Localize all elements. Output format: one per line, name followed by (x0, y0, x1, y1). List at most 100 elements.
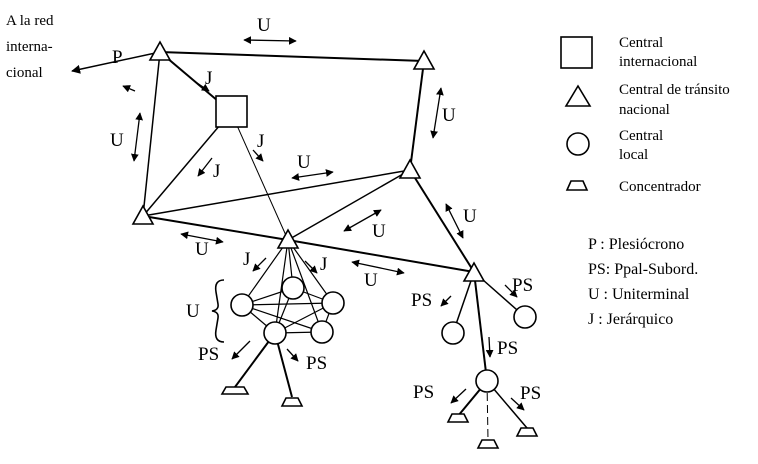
label-u-bottom-mid: U (364, 270, 378, 291)
label-ps-4: PS (512, 275, 533, 296)
label-u-left: U (110, 130, 124, 151)
link-l8-c4 (486, 380, 489, 441)
arrow-ps-5 (485, 336, 494, 358)
arrow-p (122, 85, 136, 93)
label-ps-5: PS (497, 338, 518, 359)
concentrator-node-c5 (515, 427, 539, 437)
transit-node-t4 (131, 204, 155, 225)
link-t2-t3 (409, 60, 425, 171)
arrow-u-center (343, 209, 382, 232)
arrow-u-left (131, 112, 143, 162)
label-u-top: U (257, 15, 271, 36)
legend-transit-line-2: nacional (619, 102, 670, 118)
transit-node-t6 (462, 261, 486, 282)
local-node-l5 (310, 320, 334, 344)
cluster-brace (211, 279, 225, 343)
transit-node-t2 (412, 49, 436, 70)
local-node-l4 (263, 321, 287, 345)
arrow-u-right (430, 87, 444, 139)
nodes (131, 40, 539, 449)
label-ps-1: PS (198, 344, 219, 365)
local-node-l2 (281, 276, 305, 300)
label-u-right: U (442, 105, 456, 126)
arrow-j-4 (252, 257, 267, 272)
label-u-cluster: U (186, 301, 200, 322)
mesh-l1-l5 (241, 304, 323, 333)
local-node-l6 (441, 321, 465, 345)
concentrator-node-c3 (446, 413, 470, 423)
transit-node-t1 (148, 40, 172, 61)
legend-international-line-2: internacional (619, 54, 697, 70)
arrow-ps-4 (504, 284, 518, 298)
legend-concentrator-symbol (565, 180, 589, 191)
link-t5-l1 (241, 239, 289, 306)
concentrator-node-c1 (220, 386, 250, 395)
label-j-5: J (320, 254, 327, 275)
link-external (71, 51, 161, 74)
legend-local-symbol (566, 132, 590, 156)
link-labels: U P J U U J U J U U U J J U PS U PS PS P… (110, 15, 541, 404)
link-t3-t6 (409, 169, 475, 273)
legend-local-line-1: Central (619, 128, 663, 144)
key-p: P : Plesiócrono (588, 236, 684, 253)
legend-transit-symbol (564, 84, 592, 107)
arrow-ps-1 (231, 340, 251, 360)
arrow-j-3 (197, 157, 213, 177)
link-t1-t4 (142, 51, 161, 217)
arrow-u-mid (291, 169, 334, 181)
transit-node-t5 (276, 228, 300, 249)
concentrator-node-c4 (476, 439, 500, 449)
arrow-u-lower-right (445, 203, 464, 239)
relationship-arrows (122, 36, 525, 411)
key-j: J : Jerárquico (588, 311, 673, 328)
local-node-l8 (475, 369, 499, 393)
label-u-lower-right: U (463, 206, 477, 227)
arrow-ps-7 (510, 397, 525, 411)
legend-international-symbol (560, 36, 593, 69)
external-label-line-3: cional (6, 65, 43, 81)
legend-concentrator-label: Concentrador (619, 179, 701, 195)
arrow-ps-3 (440, 295, 452, 307)
mesh-l1-l3 (241, 302, 334, 306)
arrow-j-2 (252, 149, 264, 162)
link-t5-l5 (287, 239, 323, 333)
arrow-u-bottom-mid (351, 259, 405, 276)
local-node-l1 (230, 293, 254, 317)
label-ps-3: PS (411, 290, 432, 311)
arrow-ps-6 (450, 388, 467, 404)
label-u-mid: U (297, 152, 311, 173)
label-j-1: J (205, 68, 212, 89)
link-t5-t6 (287, 239, 475, 273)
arrow-ps-2 (286, 348, 299, 362)
link-t4-t5 (142, 215, 289, 241)
label-ps-2: PS (306, 353, 327, 374)
link-int-t4 (142, 111, 232, 217)
label-u-center: U (372, 221, 386, 242)
local-node-l3 (321, 291, 345, 315)
label-ps-7: PS (520, 383, 541, 404)
legend-international-line-1: Central (619, 35, 663, 51)
link-t4-t3 (142, 169, 411, 217)
link-t5-t3 (287, 169, 411, 241)
arrow-u-bottom-left (180, 231, 224, 245)
external-label-line-2: interna- (6, 39, 53, 55)
legend: Central internacional Central de tránsit… (560, 35, 730, 195)
transit-node-t3 (398, 158, 422, 179)
abbreviation-key: P : Plesiócrono PS: Ppal-Subord. U : Uni… (588, 236, 698, 328)
label-j-3: J (213, 161, 220, 182)
label-j-2: J (257, 131, 264, 152)
legend-transit-line-1: Central de tránsito (619, 82, 730, 98)
network-links (71, 51, 528, 441)
external-label-line-1: A la red (6, 13, 54, 29)
label-u-bottom-left: U (195, 239, 209, 260)
arrow-u-top (243, 36, 297, 45)
link-t6-l8 (473, 271, 488, 382)
international-exchange-node (215, 95, 248, 128)
link-t1-t2 (159, 51, 425, 62)
key-ps: PS: Ppal-Subord. (588, 261, 698, 278)
link-int-t5 (230, 111, 289, 241)
local-node-l7 (513, 305, 537, 329)
key-u: U : Uniterminal (588, 286, 690, 303)
external-network-label: A la red interna- cional (6, 13, 54, 81)
